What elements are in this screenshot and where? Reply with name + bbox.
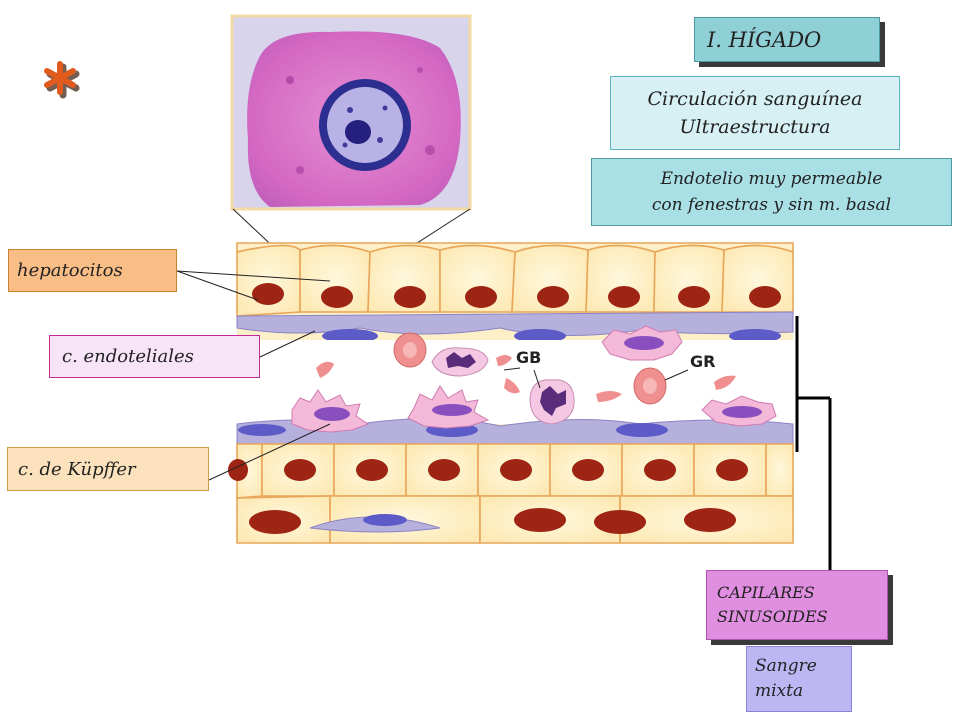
- capillary-bracket: [795, 316, 832, 572]
- endothelial-cells-label: c. endoteliales: [49, 335, 260, 378]
- white-blood-cells: [431, 347, 575, 425]
- label-pointer-lines: [176, 270, 689, 481]
- blood-box: Sangre mixta: [746, 646, 852, 712]
- endothelium-box: Endotelio muy permeable con fenestras y …: [591, 158, 952, 226]
- tissue-section: [228, 242, 794, 544]
- capillaries-box: CAPILARES SINUSOIDES: [706, 570, 888, 640]
- blood-line-2: mixta: [755, 681, 804, 701]
- kupffer-cells-label-text: c. de Küpffer: [18, 458, 136, 480]
- endothelium-line-2: con fenestras y sin m. basal: [651, 195, 892, 215]
- circulation-box: Circulación sanguínea Ultraestructura: [610, 76, 900, 150]
- circulation-line-1: Circulación sanguínea: [647, 88, 863, 110]
- kupffer-cells: [291, 325, 777, 433]
- capillaries-line-1: CAPILARES: [717, 583, 815, 602]
- blood-line-1: Sangre: [755, 656, 817, 676]
- red-cell-label: GR: [690, 352, 716, 371]
- bottom-hepatocyte-nuclei: [228, 459, 748, 481]
- page-title-text: I. HÍGADO: [707, 27, 822, 52]
- circulation-line-2: Ultraestructura: [679, 116, 831, 138]
- white-cell-label: GB: [516, 348, 542, 367]
- capillaries-line-2: SINUSOIDES: [717, 607, 828, 626]
- page-title: I. HÍGADO: [694, 17, 880, 62]
- top-hepatocyte-nuclei: [252, 283, 781, 308]
- hepatocytes-label: hepatocitos: [8, 249, 177, 292]
- kupffer-cells-label: c. de Küpffer: [7, 447, 209, 491]
- endothelial-cells-label-text: c. endoteliales: [62, 346, 194, 367]
- asterisk-icon: [44, 61, 80, 99]
- hepatocytes-label-text: hepatocitos: [17, 260, 123, 281]
- endothelium-line-1: Endotelio muy permeable: [660, 169, 883, 189]
- red-blood-cells: [316, 332, 736, 405]
- hepatocyte-micrograph: [230, 14, 472, 211]
